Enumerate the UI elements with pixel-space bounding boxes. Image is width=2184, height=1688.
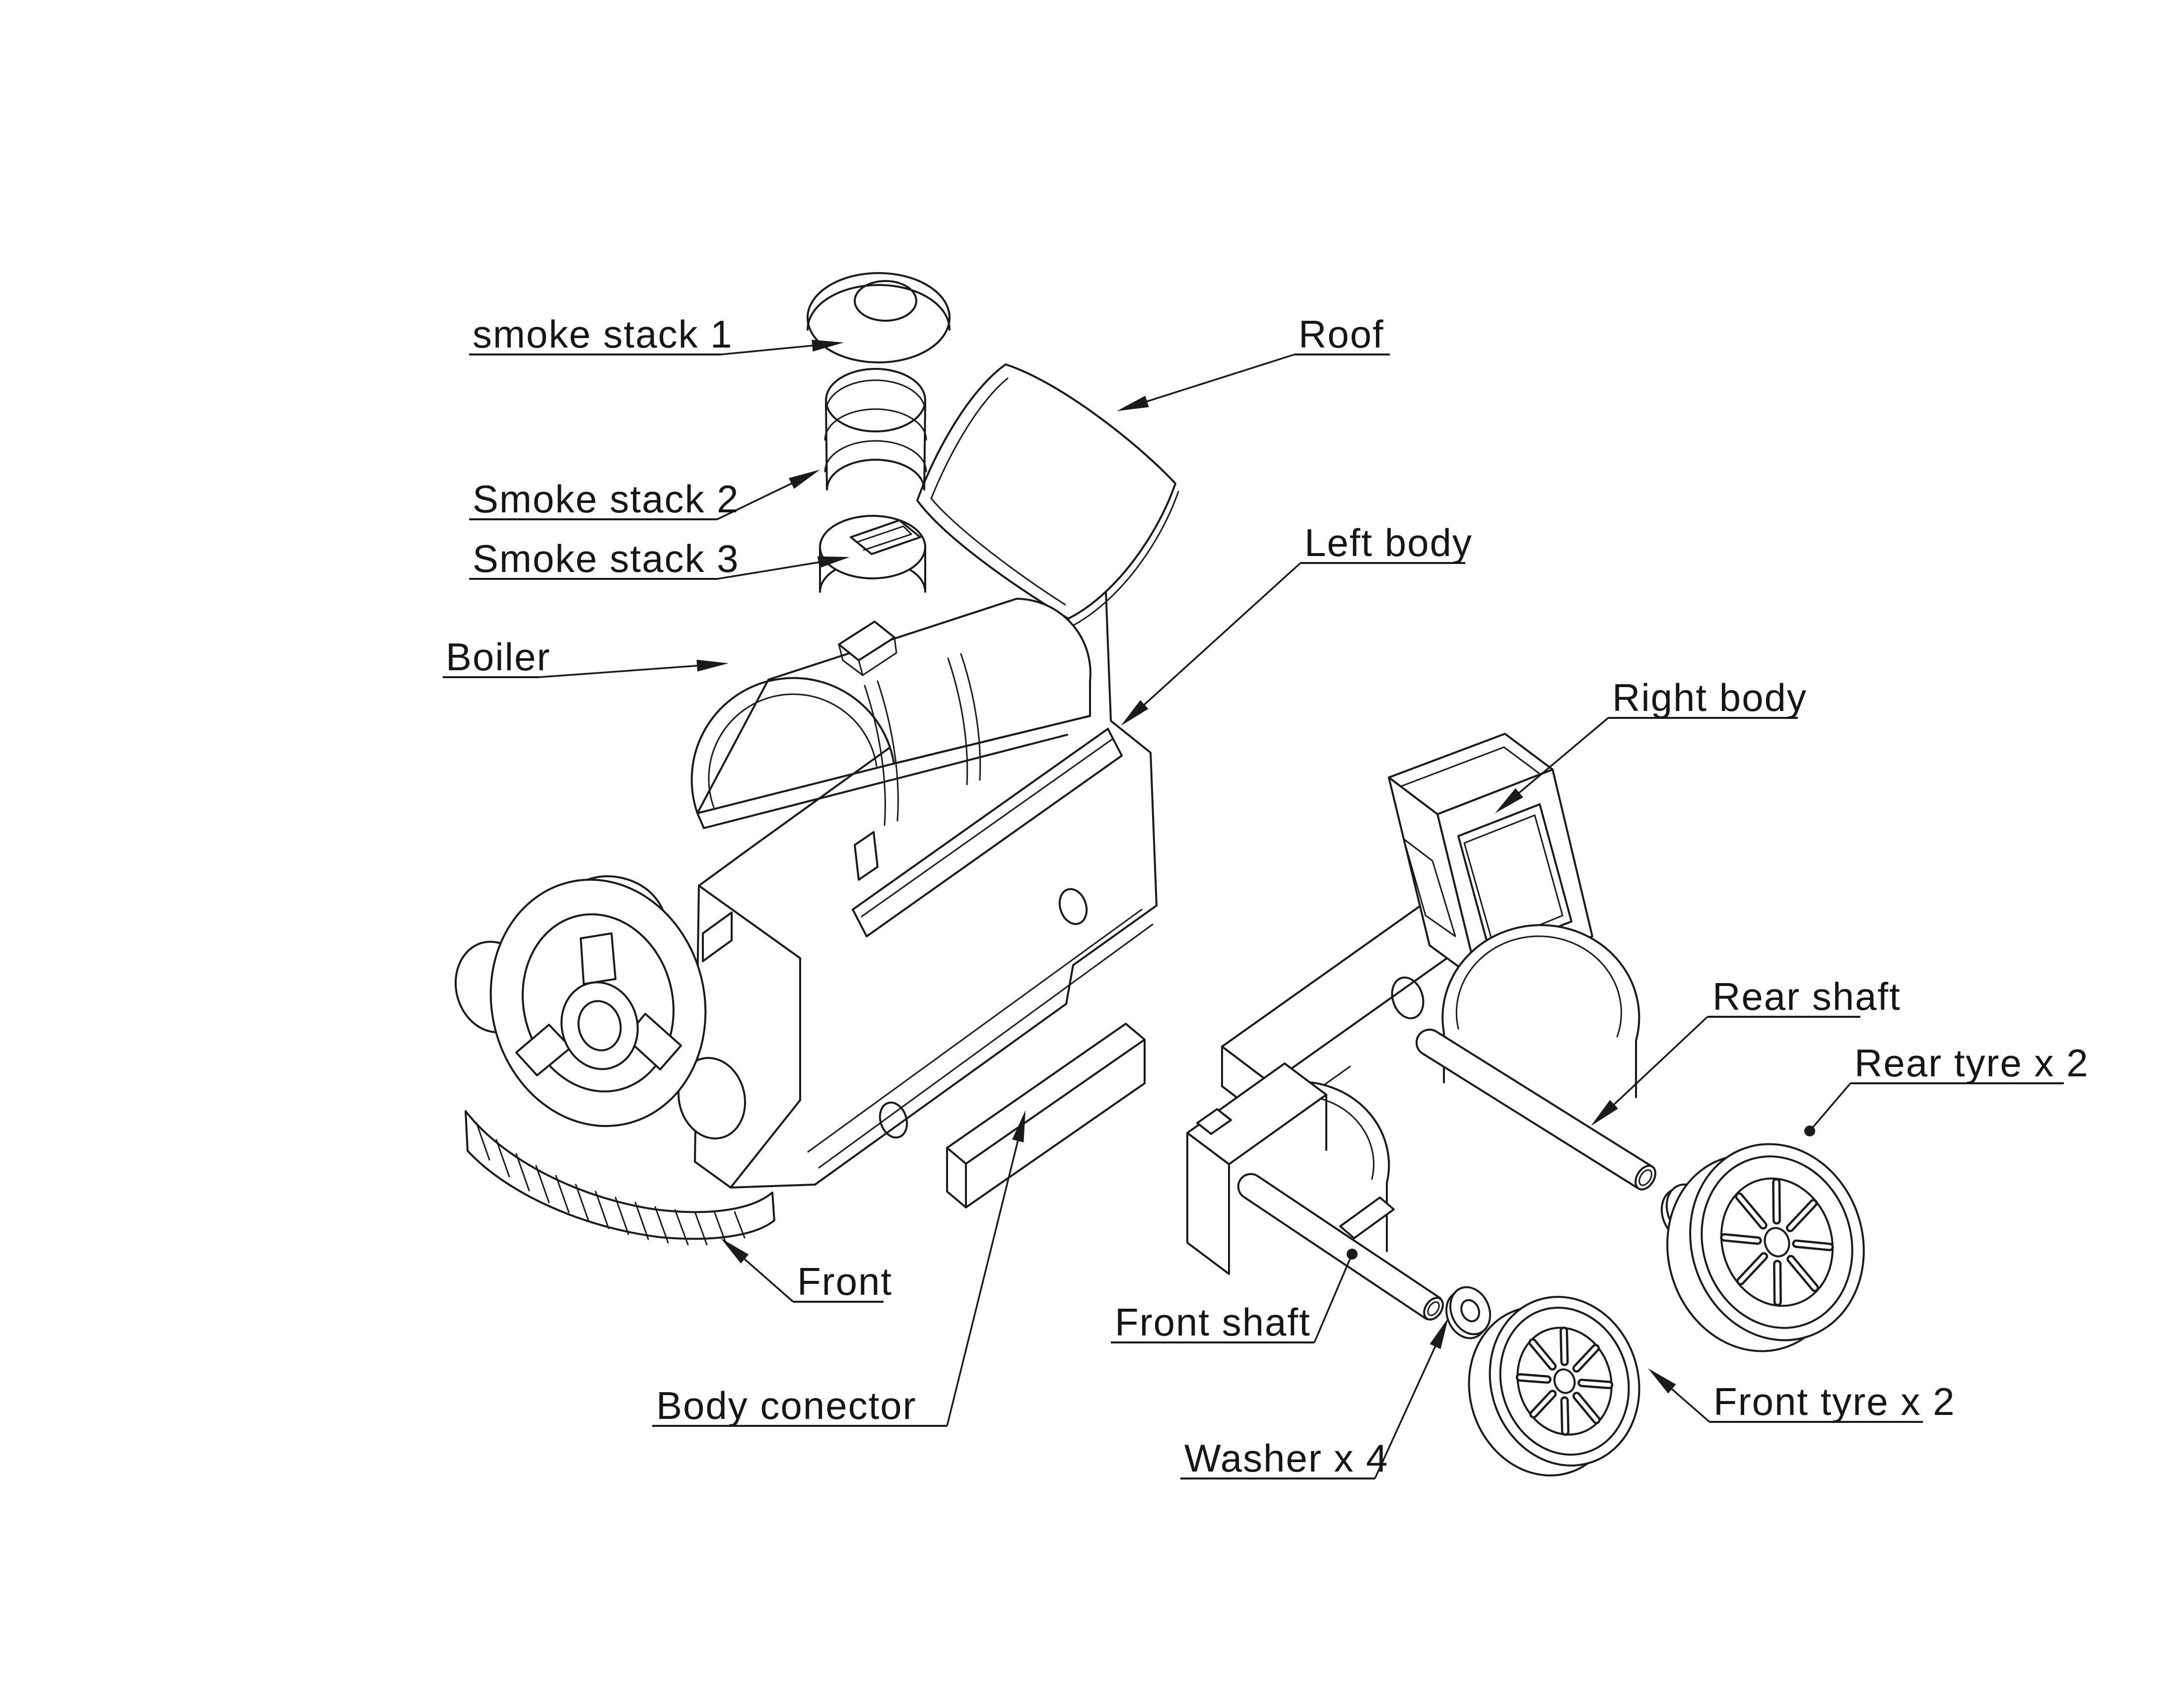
callout-label: Boiler <box>446 635 550 679</box>
leader-line <box>1122 353 1295 410</box>
leader-arrowhead-icon <box>1495 788 1523 813</box>
callout-label: Right body <box>1612 676 1807 719</box>
leader-arrowhead-icon <box>1117 396 1149 411</box>
part-front-shaft-drawing <box>1237 1173 1444 1321</box>
callout-body-conector: Body conector <box>652 1110 1025 1427</box>
part-rear-tyre-drawing <box>1666 1143 1865 1352</box>
part-boiler-drawing <box>690 598 1092 881</box>
callout-label: Left body <box>1304 521 1473 564</box>
leader-dot-icon <box>1804 1125 1815 1136</box>
leader-line <box>1809 1082 1851 1132</box>
leader-arrowhead-icon <box>696 659 729 672</box>
callout-front-shaft: Front shaft <box>1111 1249 1358 1344</box>
callout-label: Rear tyre x 2 <box>1854 1041 2089 1085</box>
callout-label: Smoke stack 3 <box>473 537 740 580</box>
part-front-tyre-drawing <box>1468 1296 1640 1477</box>
leader-arrowhead-icon <box>789 470 820 489</box>
callout-front: Front <box>721 1238 892 1303</box>
callout-front-tyre: Front tyre x 2 <box>1648 1368 1955 1423</box>
callout-smoke-stack-1: smoke stack 1 <box>469 312 844 356</box>
part-body-conector-drawing <box>946 1023 1146 1208</box>
part-smoke-stack-2-drawing <box>824 368 927 491</box>
leader-arrowhead-icon <box>1430 1318 1448 1349</box>
callout-label: Roof <box>1298 312 1384 356</box>
rear-tyre-spokes <box>1720 1178 1834 1306</box>
leader-dot-icon <box>1347 1249 1358 1260</box>
leader-line <box>946 1116 1025 1426</box>
leader-arrowhead-icon <box>1648 1368 1676 1394</box>
callout-left-body: Left body <box>1121 521 1473 726</box>
callout-label: Washer x 4 <box>1184 1436 1389 1480</box>
callout-rear-tyre: Rear tyre x 2 <box>1804 1041 2089 1136</box>
callout-label: Front shaft <box>1115 1300 1311 1344</box>
leader-line <box>1124 562 1301 723</box>
callout-rear-shaft: Rear shaft <box>1591 975 1901 1126</box>
part-rear-shaft-drawing <box>1415 1028 1656 1191</box>
leader-arrowhead-icon <box>812 340 844 352</box>
leader-arrowhead-icon <box>817 556 850 568</box>
callout-smoke-stack-3: Smoke stack 3 <box>469 537 850 580</box>
callout-boiler: Boiler <box>443 635 729 679</box>
part-smoke-stack-1-drawing <box>807 272 951 363</box>
leader-arrowhead-icon <box>1591 1100 1618 1126</box>
callout-roof: Roof <box>1117 312 1390 411</box>
callout-label: Front <box>797 1260 892 1303</box>
callout-label: Smoke stack 2 <box>473 477 740 521</box>
front-tyre-spokes <box>1515 1326 1614 1436</box>
callout-smoke-stack-2: Smoke stack 2 <box>469 470 820 521</box>
part-smoke-stack-3-drawing <box>819 515 926 593</box>
leader-line <box>1374 1323 1447 1479</box>
callout-washer: Washer x 4 <box>1180 1318 1448 1480</box>
part-right-body-drawing <box>1186 733 1640 1275</box>
leader-line <box>539 663 724 678</box>
callout-label: Rear shaft <box>1712 975 1901 1018</box>
leader-arrowhead-icon <box>1012 1110 1025 1143</box>
leader-arrowhead-icon <box>1121 700 1149 726</box>
leader-arrowhead-icon <box>721 1238 749 1264</box>
leader-line <box>1313 1254 1353 1343</box>
part-washer-front-drawing <box>1445 1286 1492 1339</box>
part-roof-drawing <box>916 363 1179 628</box>
callout-label: smoke stack 1 <box>473 312 733 356</box>
callout-label: Body conector <box>656 1384 917 1427</box>
part-front-drawing <box>454 875 775 1246</box>
callout-label: Front tyre x 2 <box>1713 1380 1955 1423</box>
callout-right-body: Right body <box>1495 676 1807 813</box>
